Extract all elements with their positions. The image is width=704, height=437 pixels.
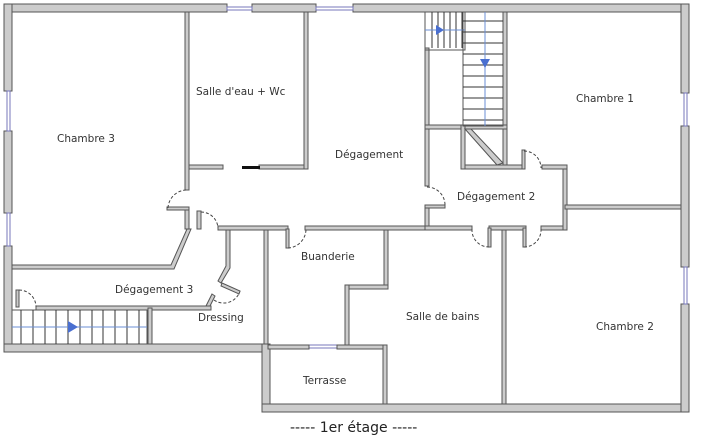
- window-right-1: [683, 92, 688, 127]
- room-labels: Chambre 3 Salle d'eau + Wc Dégagement Ch…: [57, 86, 654, 387]
- label-chambre-3: Chambre 3: [57, 133, 115, 145]
- window-top-2: [315, 6, 354, 11]
- label-chambre-2: Chambre 2: [596, 321, 654, 333]
- door-chambre-2[interactable]: [523, 228, 542, 248]
- label-chambre-1: Chambre 1: [576, 93, 634, 105]
- window-left-2: [6, 212, 11, 247]
- label-degagement-3: Dégagement 3: [115, 284, 193, 296]
- doors: [18, 150, 542, 308]
- label-salle-de-bains: Salle de bains: [406, 311, 479, 323]
- door-chambre-3[interactable]: [167, 189, 187, 209]
- door-salle-de-bains[interactable]: [471, 228, 490, 248]
- label-buanderie: Buanderie: [301, 251, 355, 263]
- label-degagement: Dégagement: [335, 149, 403, 161]
- stair-arrow-right-icon: [68, 321, 78, 333]
- door-degagement-2-left[interactable]: [426, 186, 446, 206]
- floor-caption: ----- 1er étage -----: [290, 420, 417, 436]
- door-buanderie[interactable]: [287, 228, 307, 249]
- interior-walls: [11, 11, 682, 405]
- window-right-2: [683, 266, 688, 305]
- staircase-top: [424, 11, 504, 127]
- door-stairs-down[interactable]: [18, 289, 37, 308]
- label-dressing: Dressing: [198, 312, 244, 324]
- label-salle-eau-wc: Salle d'eau + Wc: [196, 86, 286, 98]
- door-dressing[interactable]: [213, 290, 241, 304]
- label-degagement-2: Dégagement 2: [457, 191, 535, 203]
- stair-arrow-down-icon: [480, 59, 490, 68]
- door-chambre-1[interactable]: [523, 150, 542, 169]
- label-terrasse: Terrasse: [302, 375, 346, 387]
- window-left-1: [6, 90, 11, 132]
- window-top-1: [226, 6, 253, 11]
- windows: [6, 6, 688, 373]
- window-terrasse-top: [308, 344, 338, 349]
- staircase-bottom: [11, 309, 148, 345]
- door-degagement-3[interactable]: [200, 211, 219, 229]
- stair-arrow-right-icon: [436, 25, 444, 35]
